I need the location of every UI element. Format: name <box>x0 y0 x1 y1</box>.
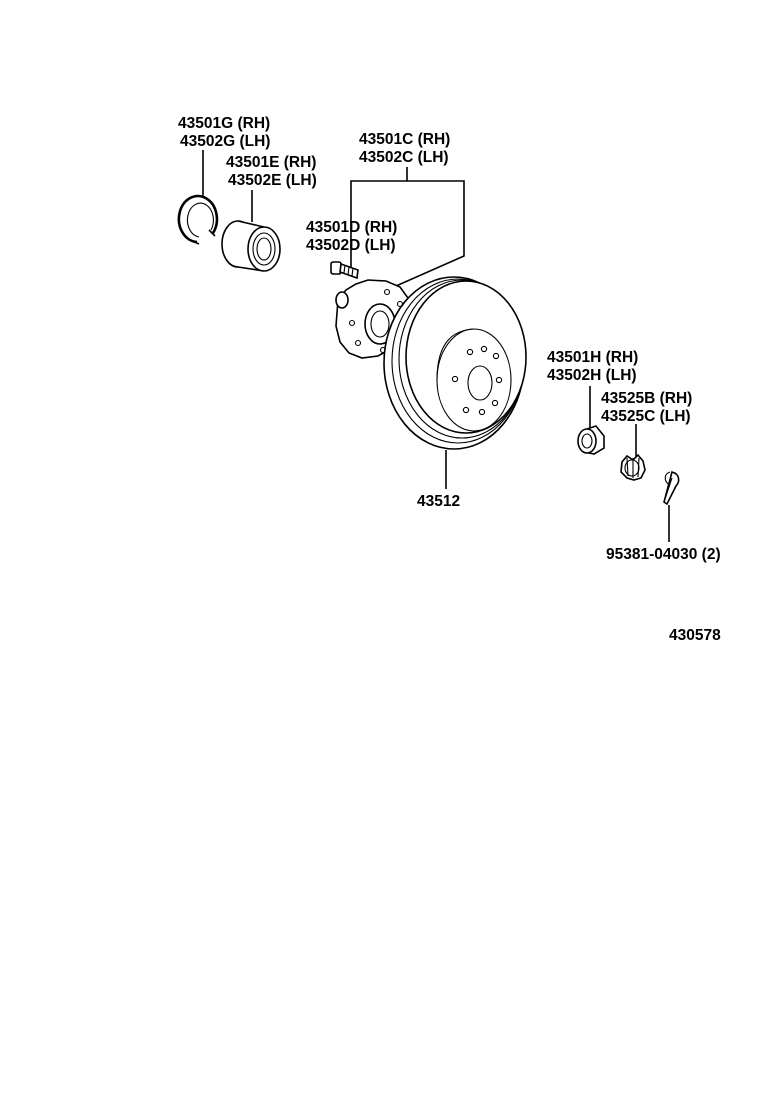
svg-text:43501H (RH): 43501H (RH) <box>547 349 638 366</box>
svg-text:43502H (LH): 43502H (LH) <box>547 367 637 384</box>
nut-lock-cap-part <box>620 453 646 481</box>
cap-label: 43501H (RH) 43502H (LH) <box>547 349 638 384</box>
snap-ring-label: 43501G (RH) 43502G (LH) <box>178 115 270 150</box>
svg-text:43502G (LH): 43502G (LH) <box>180 133 270 150</box>
leader-lines <box>202 150 670 542</box>
bearing-label: 43501E (RH) 43502E (LH) <box>226 154 317 189</box>
hub-leader-right <box>395 180 465 287</box>
svg-text:43502C (LH): 43502C (LH) <box>359 149 449 166</box>
svg-text:43502E (LH): 43502E (LH) <box>228 172 317 189</box>
bearing-part <box>221 220 281 272</box>
svg-text:43501C (RH): 43501C (RH) <box>359 131 450 148</box>
cotter-pin-label: 95381-04030 (2) <box>606 546 721 563</box>
nut-lock-cap-label: 43525B (RH) 43525C (LH) <box>601 390 692 425</box>
grease-cap-part <box>577 425 605 455</box>
cotter-pin-part <box>663 471 680 506</box>
hub-label: 43501C (RH) 43502C (LH) <box>359 131 450 166</box>
figure-number: 430578 <box>669 627 721 644</box>
hub-bolt-part <box>330 261 359 280</box>
svg-text:43525C (LH): 43525C (LH) <box>601 408 691 425</box>
svg-text:43501G (RH): 43501G (RH) <box>178 115 270 132</box>
disc-label: 43512 <box>417 493 460 510</box>
disc-rotor-part <box>383 276 527 450</box>
svg-text:43525B (RH): 43525B (RH) <box>601 390 692 407</box>
snap-ring-part <box>177 194 219 245</box>
hub-leader-left <box>350 167 408 268</box>
svg-text:43501E (RH): 43501E (RH) <box>226 154 316 171</box>
